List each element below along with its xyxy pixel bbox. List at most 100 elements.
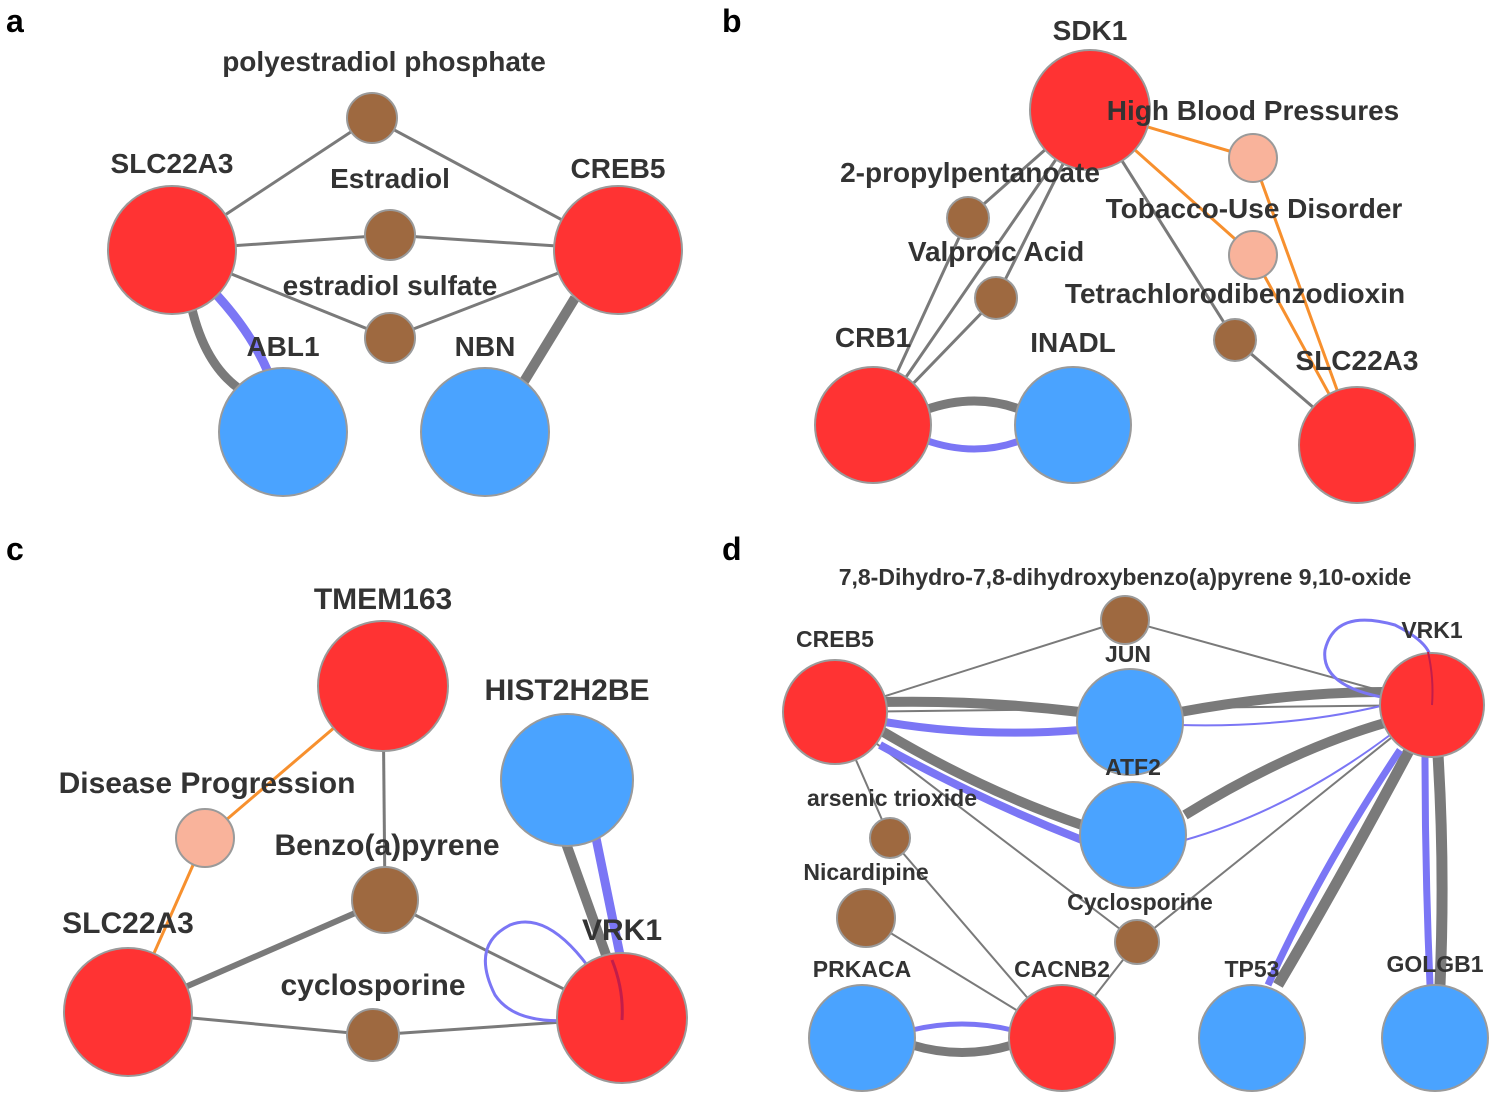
label-estradiol-sulfate: estradiol sulfate [283, 270, 498, 301]
panel-d-nodes [782, 595, 1489, 1092]
edge [483, 920, 622, 1023]
panel-a-nodes [107, 92, 683, 497]
panel-a-labels: polyestradiol phosphate Estradiol estrad… [111, 46, 666, 362]
node-high-blood-pressures[interactable] [1228, 133, 1278, 183]
edge [1179, 687, 1386, 717]
label-estradiol: Estradiol [330, 163, 450, 194]
edge [1182, 717, 1390, 820]
label-nicardipine: Nicardipine [803, 859, 928, 885]
node-jun[interactable] [1076, 668, 1184, 776]
node-cacnb2[interactable] [1008, 984, 1116, 1092]
node-estradiol[interactable] [364, 209, 416, 261]
label-benzo-a-pyrene: Benzo(a)pyrene [274, 829, 499, 862]
label-hist2h2be: HIST2H2BE [484, 674, 649, 707]
label-crb1: CRB1 [835, 322, 911, 353]
node-tobacco-use-disorder[interactable] [1228, 230, 1278, 280]
label-polyestradiol-phosphate: polyestradiol phosphate [222, 46, 546, 77]
edge [1179, 704, 1386, 727]
node-cyclosporine[interactable] [1114, 919, 1160, 965]
panel-b-letter: b [722, 3, 742, 39]
node-disease-progression[interactable] [175, 808, 235, 868]
node-atf2[interactable] [1079, 781, 1187, 889]
panel-c-nodes [63, 620, 688, 1084]
node-polyestradiol-phosphate[interactable] [346, 92, 398, 144]
node-abl1[interactable] [218, 367, 348, 497]
edge [910, 1040, 1014, 1057]
label-prkaca: PRKACA [813, 956, 911, 982]
node-inadl[interactable] [1014, 366, 1132, 484]
edge [515, 295, 580, 391]
node-bpde[interactable] [1100, 595, 1150, 645]
label-bpde: 7,8-Dihydro-7,8-dihydroxybenzo(a)pyrene … [839, 564, 1412, 590]
panel-b: b SDK1 Hi [722, 3, 1419, 504]
edge [923, 436, 1024, 453]
node-estradiol-sulfate[interactable] [364, 312, 416, 364]
panel-d-letter: d [722, 531, 742, 567]
panel-c: c TMEM163 HIST2H2BE Disease Pro [6, 531, 688, 1084]
label-golgb1: GOLGB1 [1386, 951, 1483, 977]
node-slc22a3[interactable] [107, 185, 237, 315]
self-loop-mark [1427, 651, 1434, 706]
label-slc22a3: SLC22A3 [1296, 345, 1419, 376]
label-vrk1: VRK1 [1401, 617, 1463, 643]
label-creb5: CREB5 [796, 626, 874, 652]
label-tobacco-use-disorder: Tobacco-Use Disorder [1106, 193, 1403, 224]
node-2-propylpentanoate[interactable] [946, 196, 990, 240]
label-arsenic-trioxide: arsenic trioxide [807, 785, 977, 811]
label-slc22a3: SLC22A3 [62, 907, 194, 940]
edge [1323, 618, 1432, 702]
node-creb5[interactable] [782, 659, 888, 765]
label-cyclosporine: Cyclosporine [1067, 889, 1213, 915]
edge [208, 286, 273, 374]
panel-a: a polyestradiol phosphate Estradiol estr… [6, 3, 683, 497]
node-sdk1[interactable] [1029, 49, 1151, 171]
label-cyclosporine: cyclosporine [280, 969, 465, 1002]
edge [558, 833, 611, 957]
label-valproic-acid: Valproic Acid [908, 236, 1084, 267]
edge [1184, 734, 1391, 841]
node-slc22a3[interactable] [1298, 386, 1416, 504]
edge [591, 837, 625, 956]
label-high-blood-pressures: High Blood Pressures [1107, 95, 1400, 126]
edge [1264, 748, 1403, 987]
panel-c-letter: c [6, 531, 24, 567]
node-hist2h2be[interactable] [500, 713, 634, 847]
node-tp53[interactable] [1198, 984, 1306, 1092]
node-prkaca[interactable] [808, 984, 916, 1092]
label-jun: JUN [1105, 641, 1151, 667]
edge [877, 725, 1084, 830]
node-cyclosporine[interactable] [346, 1008, 400, 1062]
label-sdk1: SDK1 [1053, 15, 1128, 46]
label-tmem163: TMEM163 [314, 583, 452, 616]
label-2-propylpentanoate: 2-propylpentanoate [840, 157, 1100, 188]
panel-a-letter: a [6, 3, 24, 39]
edge [1273, 742, 1417, 988]
self-loop-mark [610, 959, 624, 1021]
node-benzo-a-pyrene[interactable] [351, 866, 419, 934]
edge [1432, 754, 1448, 986]
label-creb5: CREB5 [571, 153, 666, 184]
label-atf2: ATF2 [1105, 754, 1161, 780]
node-nicardipine[interactable] [836, 888, 896, 948]
node-creb5[interactable] [553, 185, 683, 315]
edge [884, 718, 1081, 737]
panel-d: d [722, 531, 1489, 1092]
edge [871, 109, 1092, 426]
node-crb1[interactable] [814, 366, 932, 484]
node-slc22a3[interactable] [63, 947, 193, 1077]
label-nbn: NBN [455, 331, 516, 362]
edge [1421, 754, 1434, 986]
label-slc22a3: SLC22A3 [111, 148, 234, 179]
edge [911, 1021, 1013, 1033]
node-golgb1[interactable] [1381, 984, 1489, 1092]
label-tp53: TP53 [1225, 956, 1280, 982]
panel-b-nodes [814, 49, 1416, 504]
node-valproic-acid[interactable] [974, 276, 1018, 320]
label-abl1: ABL1 [246, 331, 319, 362]
node-nbn[interactable] [420, 367, 550, 497]
node-arsenic-trioxide[interactable] [869, 817, 911, 859]
node-tetrachlorodibenzodioxin[interactable] [1213, 318, 1257, 362]
node-tmem163[interactable] [317, 620, 449, 752]
